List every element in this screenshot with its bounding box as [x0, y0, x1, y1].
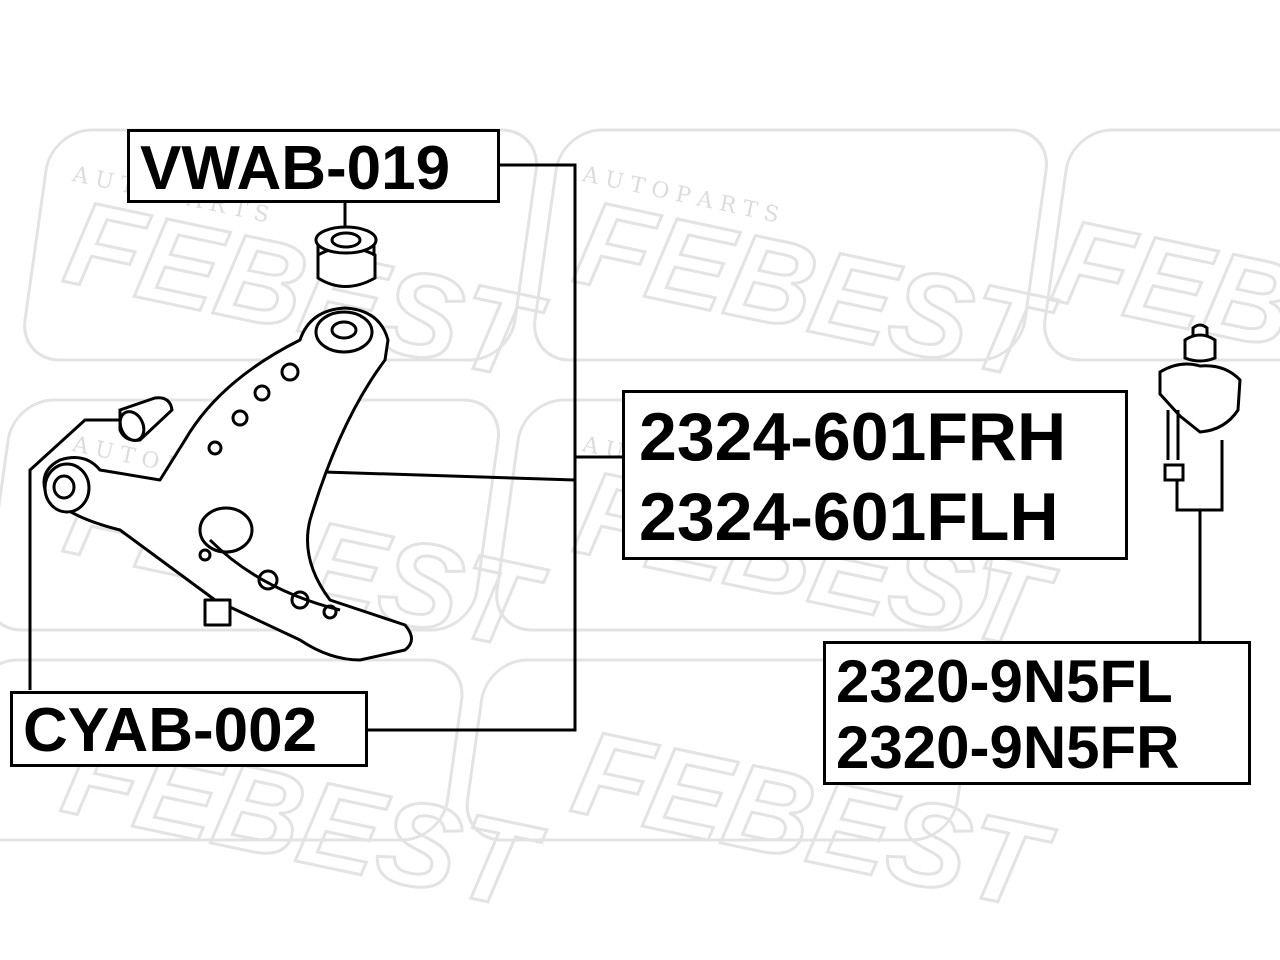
watermark-tile: FEBEST A U T O P A R T S	[533, 128, 1066, 408]
leader-cyab002	[28, 418, 120, 690]
leader-vwab019	[368, 163, 577, 732]
part-number: 2320-9N5FL	[836, 648, 1173, 715]
part-number: VWAB-019	[140, 134, 451, 203]
part-label-vwab019: VWAB-019	[127, 129, 500, 203]
part-number: CYAB-002	[23, 696, 318, 765]
part-label-ball-joint: 2320-9N5FL 2320-9N5FR	[823, 641, 1251, 785]
part-number: 2320-9N5FR	[836, 714, 1180, 781]
control-arm-drawing	[42, 306, 413, 662]
bushing-vwab019-drawing	[314, 225, 378, 288]
part-number: 2324-601FRH	[639, 399, 1067, 475]
ball-joint-drawing	[1158, 323, 1242, 482]
part-label-cyab002: CYAB-002	[10, 691, 368, 767]
leader-ball-joint	[1175, 440, 1224, 643]
part-number: 2324-601FLH	[639, 479, 1059, 555]
bushing-cyab002-drawing	[118, 396, 174, 442]
part-label-control-arm: 2324-601FRH 2324-601FLH	[622, 390, 1128, 560]
watermark-brand: FEBEST	[565, 175, 1064, 406]
